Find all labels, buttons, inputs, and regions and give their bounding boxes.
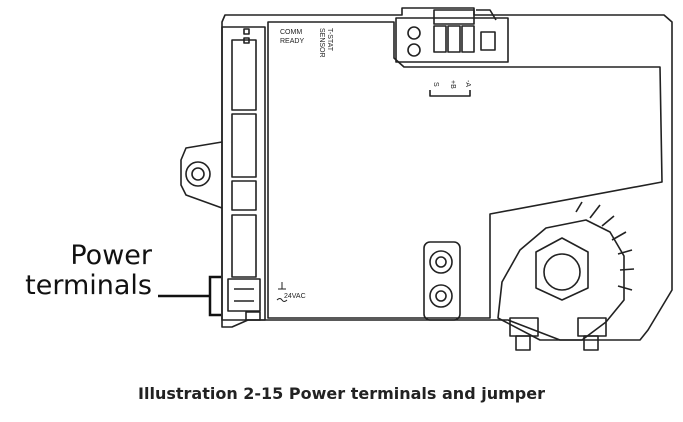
actuator-hub bbox=[497, 219, 625, 341]
callout-line1: Power bbox=[70, 240, 152, 271]
bus-label-s: S bbox=[432, 82, 439, 87]
callout-bracket bbox=[208, 275, 221, 317]
ac-symbol-icon bbox=[276, 298, 288, 302]
bus-label-b: +B bbox=[449, 80, 456, 89]
terminal-strip bbox=[221, 26, 266, 321]
inner-panel bbox=[267, 21, 663, 319]
led-icon bbox=[243, 37, 250, 44]
tstat-sensor-label-line1: T-STAT bbox=[326, 28, 333, 52]
jumper-block bbox=[423, 241, 461, 321]
top-connector bbox=[395, 17, 509, 63]
callout-line2: terminals bbox=[25, 270, 152, 301]
housing-outline bbox=[221, 7, 673, 341]
tstat-sensor-label-line2: SENSOR bbox=[318, 28, 325, 58]
power-terminals-callout: Power terminals bbox=[20, 241, 152, 301]
voltage-label: 24VAC bbox=[284, 293, 306, 300]
comm-ready-label-line1: COMM bbox=[280, 29, 302, 36]
mounting-tab bbox=[180, 141, 223, 209]
figure-caption: Illustration 2-15 Power terminals and ju… bbox=[138, 384, 545, 403]
bus-label-a: -A bbox=[464, 80, 471, 87]
led-icon bbox=[243, 28, 250, 35]
comm-ready-label-line2: READY bbox=[280, 38, 304, 45]
power-terminal-block bbox=[227, 278, 261, 312]
